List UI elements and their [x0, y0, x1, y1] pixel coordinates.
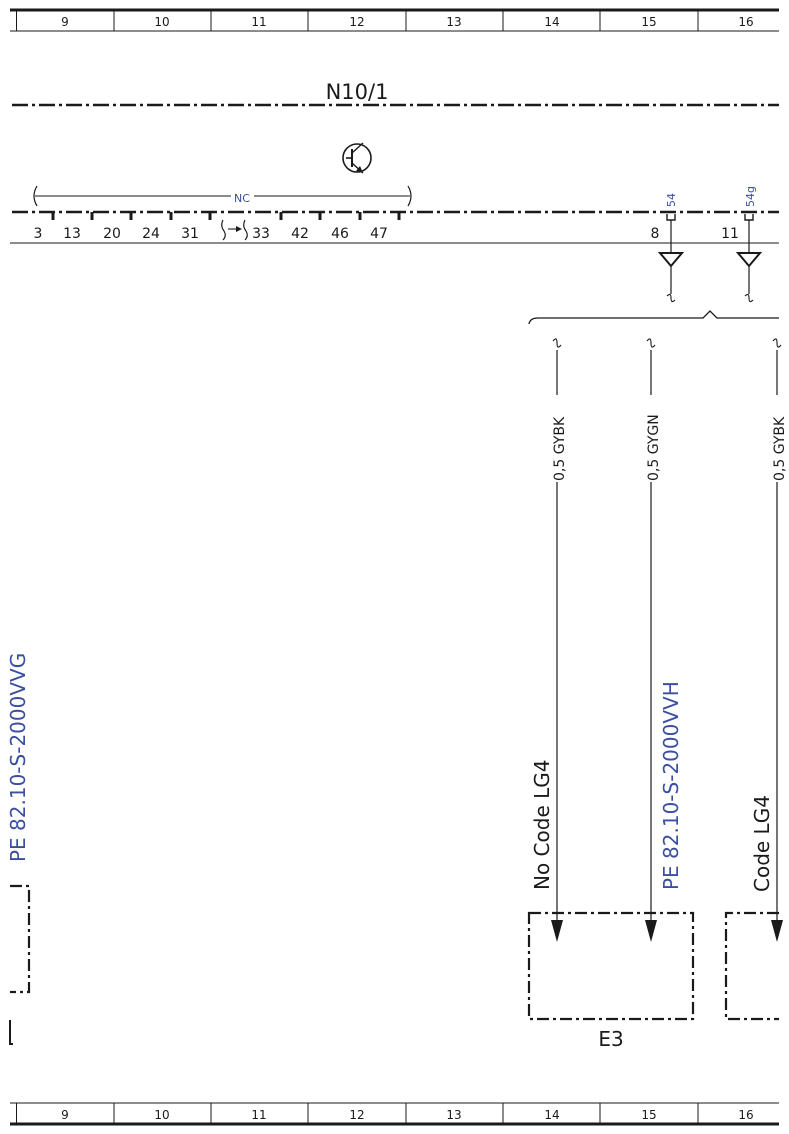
wire-label: 0,5 GYBK: [552, 416, 568, 481]
grid-column-label: 10: [154, 15, 169, 29]
pin-number: 20: [103, 226, 121, 242]
partial-component-left: [10, 884, 31, 994]
code-condition-note: No Code LG4: [530, 760, 554, 890]
nc-label: NC: [234, 192, 250, 205]
grid-column-label: 12: [349, 1108, 364, 1122]
pin-stubs: [51, 212, 401, 220]
transistor-icon: [342, 142, 372, 174]
component-e3-box: [527, 911, 695, 1021]
grid-column-label: 14: [544, 15, 559, 29]
pin-number: 47: [370, 226, 388, 242]
wire-label: 0,5 GYBK: [772, 416, 788, 481]
grid-column-label: 9: [61, 1108, 69, 1122]
terminal-signal-label: 54: [665, 193, 678, 207]
grid-column-label: 10: [154, 1108, 169, 1122]
grid-column-label: 15: [641, 1108, 656, 1122]
pin-number: 24: [142, 226, 160, 242]
reference-note: PE 82.10-S-2000VVH: [659, 681, 683, 890]
pin-number: 46: [331, 226, 349, 242]
terminal-54g: [735, 214, 763, 303]
grid-column-label: 16: [738, 1108, 753, 1122]
module-title: N10/1: [326, 80, 389, 104]
top-grid-ruler: 9 10 11 12 13 14 15 16: [10, 8, 779, 32]
terminal-signal-label: 54g: [744, 186, 757, 207]
interruption-arrow-icon: [221, 219, 248, 241]
grid-column-label: 15: [641, 15, 656, 29]
reference-note: PE 82.10-S-2000VVG: [6, 653, 30, 862]
nc-bracket: [33, 185, 412, 207]
grid-column-label: 13: [446, 15, 461, 29]
bottom-grid-ruler: 9 10 11 12 13 14 15 16: [10, 1102, 779, 1126]
terminal-pin-number: 11: [721, 226, 739, 242]
wire-gybk-1: [551, 338, 563, 942]
pin-number: 42: [291, 226, 309, 242]
terminal-pin-number: 8: [651, 226, 660, 242]
grid-column-label: 13: [446, 1108, 461, 1122]
terminal-54: [657, 214, 685, 303]
grid-column-label: 14: [544, 1108, 559, 1122]
grid-column-label: 16: [738, 15, 753, 29]
component-label: E3: [598, 1027, 623, 1051]
wire-gygn: [645, 338, 657, 942]
pin-number: 13: [63, 226, 81, 242]
pin-number: 33: [252, 226, 270, 242]
wire-gybk-2: [771, 338, 783, 942]
partial-component-left-lower: [9, 1020, 13, 1045]
code-condition-note: Code LG4: [750, 795, 774, 892]
wire-label: 0,5 GYGN: [646, 414, 662, 481]
grid-column-label: 12: [349, 15, 364, 29]
pin-number: 3: [34, 226, 43, 242]
wire-group-brace: [528, 310, 779, 325]
grid-column-label: 9: [61, 15, 69, 29]
pin-number: 31: [181, 226, 199, 242]
grid-column-label: 11: [251, 15, 266, 29]
partial-component-right: [724, 911, 779, 1021]
grid-column-label: 11: [251, 1108, 266, 1122]
